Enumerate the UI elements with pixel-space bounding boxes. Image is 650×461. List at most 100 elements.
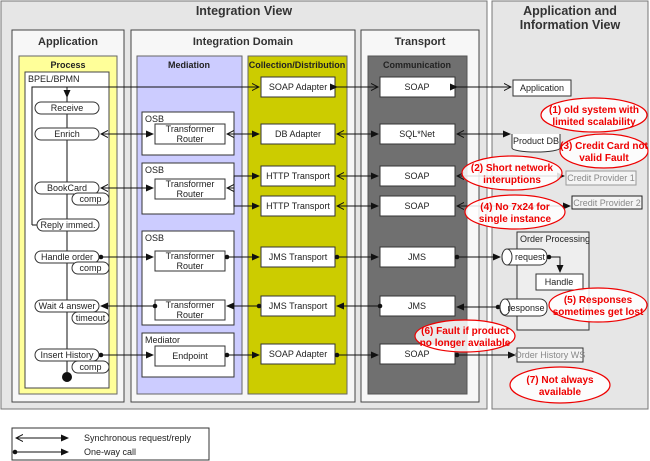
- collection-item-label: DB Adapter: [275, 129, 321, 139]
- application-system-label: Application: [520, 83, 564, 93]
- transport-item-label: SOAP: [404, 171, 429, 181]
- integration-domain-title: Integration Domain: [193, 36, 294, 48]
- process-step[interactable]: [34, 101, 100, 115]
- transformer-router[interactable]: [154, 123, 226, 145]
- end-node: [62, 372, 72, 382]
- order-history-label: Order History WS: [515, 350, 586, 360]
- connector-arrow: [233, 188, 260, 210]
- collection-title: Collection/Distribution: [249, 60, 346, 70]
- collection-item-label: JMS Transport: [269, 252, 328, 262]
- process-step-label: timeout: [76, 313, 106, 323]
- collection-item-label: SOAP Adapter: [269, 82, 327, 92]
- integration-view-title: Integration View: [196, 4, 293, 18]
- transport-item-label: JMS: [408, 301, 426, 311]
- collection-item[interactable]: [260, 195, 336, 217]
- transport-title: Transport: [395, 36, 446, 48]
- transport-item[interactable]: [379, 123, 456, 145]
- process-step[interactable]: [71, 192, 110, 206]
- collection-panel: [247, 55, 348, 395]
- collection-item[interactable]: [260, 123, 336, 145]
- collection-item-label: HTTP Transport: [266, 171, 330, 181]
- router-label: Router: [176, 134, 203, 144]
- process-step-label: Wait 4 answer: [39, 301, 96, 311]
- product-db-icon: [511, 134, 561, 153]
- transformer-label: Transformer: [166, 179, 215, 189]
- issue-callout-text: interuptions: [483, 175, 541, 186]
- issue-callout: [559, 133, 649, 169]
- endpoint-label: Endpoint: [172, 351, 208, 361]
- credit-provider-2: [571, 195, 643, 210]
- osb-label: OSB: [145, 233, 164, 243]
- application-title: Application: [38, 36, 98, 48]
- response-queue-cap: [499, 298, 511, 316]
- transport-item-label: SQL*Net: [399, 129, 435, 139]
- issue-callout: [540, 97, 648, 133]
- osb-label: OSB: [145, 165, 164, 175]
- issue-callout: [509, 366, 611, 404]
- transport-item-label: JMS: [408, 252, 426, 262]
- transport-item-label: SOAP: [404, 82, 429, 92]
- transport-item-label: SOAP: [404, 201, 429, 211]
- process-step[interactable]: [71, 311, 110, 325]
- issue-callout-text: (4) No 7x24 for: [480, 202, 550, 213]
- osb-label: OSB: [145, 114, 164, 124]
- issue-callout-text: (3) Credit Card not: [560, 141, 648, 152]
- legend-sync-label: Synchronous request/reply: [84, 433, 192, 443]
- transformer-router[interactable]: [154, 178, 226, 200]
- response-label: response: [507, 303, 544, 313]
- issue-callout: [461, 155, 563, 191]
- issue-callout-text: (2) Short network: [471, 163, 554, 174]
- transport-item-label: SOAP: [404, 349, 429, 359]
- process-step-label: comp: [79, 362, 101, 372]
- credit-provider-1-label: Credit Provider 1: [567, 173, 635, 183]
- process-step-label: Reply immed.: [40, 220, 95, 230]
- issue-callout-text: (6) Fault if product: [421, 326, 509, 337]
- issue-callout-text: sometimes get lost: [553, 307, 644, 318]
- app-info-view-title-2: Information View: [520, 18, 621, 32]
- process-step-label: Enrich: [54, 129, 80, 139]
- connector-arrow: [227, 176, 259, 188]
- router-label: Router: [176, 310, 203, 320]
- credit-provider-2-label: Credit Provider 2: [573, 198, 641, 208]
- process-step-label: Handle order: [41, 252, 93, 262]
- router-label: Router: [176, 189, 203, 199]
- issue-callout: [464, 194, 566, 230]
- transformer-router[interactable]: [154, 299, 226, 321]
- app-info-view-title-1: Application and: [523, 4, 617, 18]
- issue-callout: [414, 319, 516, 353]
- handle-box: [535, 273, 584, 291]
- transformer-label: Transformer: [166, 251, 215, 261]
- process-step-label: BookCard: [47, 183, 87, 193]
- issue-callout-text: (7) Not always: [526, 375, 594, 386]
- handle-label: Handle: [545, 277, 574, 287]
- process-title: Process: [50, 60, 85, 70]
- process-step-label: comp: [79, 194, 101, 204]
- issue-callout-text: (5) Responses: [564, 295, 633, 306]
- process-step-label: Receive: [51, 103, 84, 113]
- transformer-label: Transformer: [166, 124, 215, 134]
- issue-callout-text: available: [539, 387, 582, 398]
- process-step[interactable]: [36, 218, 100, 232]
- process-step[interactable]: [34, 299, 100, 313]
- collection-item-label: JMS Transport: [269, 301, 328, 311]
- transport-item[interactable]: [379, 165, 456, 187]
- process-step[interactable]: [71, 261, 110, 275]
- process-step-label: comp: [79, 263, 101, 273]
- order-history-ws: [516, 347, 584, 363]
- transformer-router[interactable]: [154, 250, 226, 272]
- communication-title: Communication: [383, 60, 451, 70]
- application-system: [512, 79, 572, 97]
- process-step[interactable]: [34, 127, 100, 141]
- product-db-label: Product DB: [513, 136, 559, 146]
- issue-callout: [548, 287, 648, 323]
- collection-item[interactable]: [260, 165, 336, 187]
- transport-item[interactable]: [379, 195, 456, 217]
- request-queue-cap: [501, 248, 513, 266]
- process-step[interactable]: [34, 181, 100, 195]
- request-label: request: [515, 252, 546, 262]
- process-step-label: Insert History: [40, 350, 94, 360]
- process-step[interactable]: [71, 360, 110, 374]
- collection-item-label: HTTP Transport: [266, 201, 330, 211]
- credit-provider-1: [565, 170, 637, 186]
